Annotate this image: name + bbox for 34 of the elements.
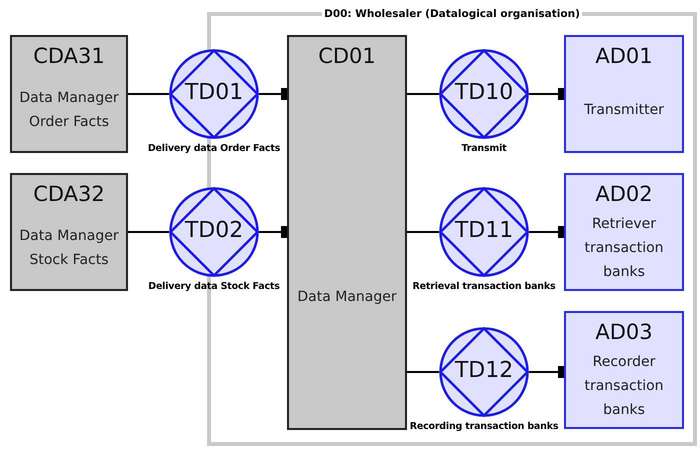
connector-line — [128, 93, 169, 95]
node-name: Data Manager — [297, 288, 397, 306]
node-name: Transmitter — [584, 101, 664, 120]
node-code: CDA31 — [33, 43, 105, 69]
transaction-code: TD02 — [184, 218, 244, 244]
node-code: AD03 — [595, 319, 653, 345]
connector-line — [407, 231, 439, 233]
node-name: Retriever transaction banks — [583, 215, 665, 282]
composite-box — [287, 35, 407, 430]
transaction-code: TD01 — [184, 80, 244, 106]
connector-line — [407, 93, 439, 95]
node-code: CDA32 — [33, 181, 105, 207]
transaction-code: TD12 — [454, 358, 514, 384]
node-code: AD01 — [595, 43, 653, 69]
transaction-code: TD10 — [454, 80, 514, 106]
transaction-name: Delivery data Order Facts — [148, 143, 280, 155]
composite-box — [10, 35, 128, 153]
node-name: Data Manager Stock Facts — [18, 227, 120, 270]
connector-line — [407, 371, 439, 373]
transaction-name: Recording transaction banks — [410, 421, 558, 433]
node-name: Data Manager Order Facts — [18, 89, 120, 132]
transaction-name: Delivery data Stock Facts — [148, 281, 280, 293]
transaction-name: Transmit — [461, 143, 507, 155]
actor-box — [564, 173, 684, 291]
boundary-title: D00: Wholesaler (Datalogical organisation) — [322, 8, 582, 20]
node-name: Recorder transaction banks — [583, 353, 665, 420]
actor-box — [564, 311, 684, 429]
connector-line — [128, 231, 169, 233]
transaction-code: TD11 — [454, 218, 514, 244]
node-code: CD01 — [318, 43, 376, 69]
composite-box — [10, 173, 128, 291]
transaction-name: Retrieval transaction banks — [412, 281, 556, 293]
actor-box — [564, 35, 684, 153]
node-code: AD02 — [595, 181, 653, 207]
